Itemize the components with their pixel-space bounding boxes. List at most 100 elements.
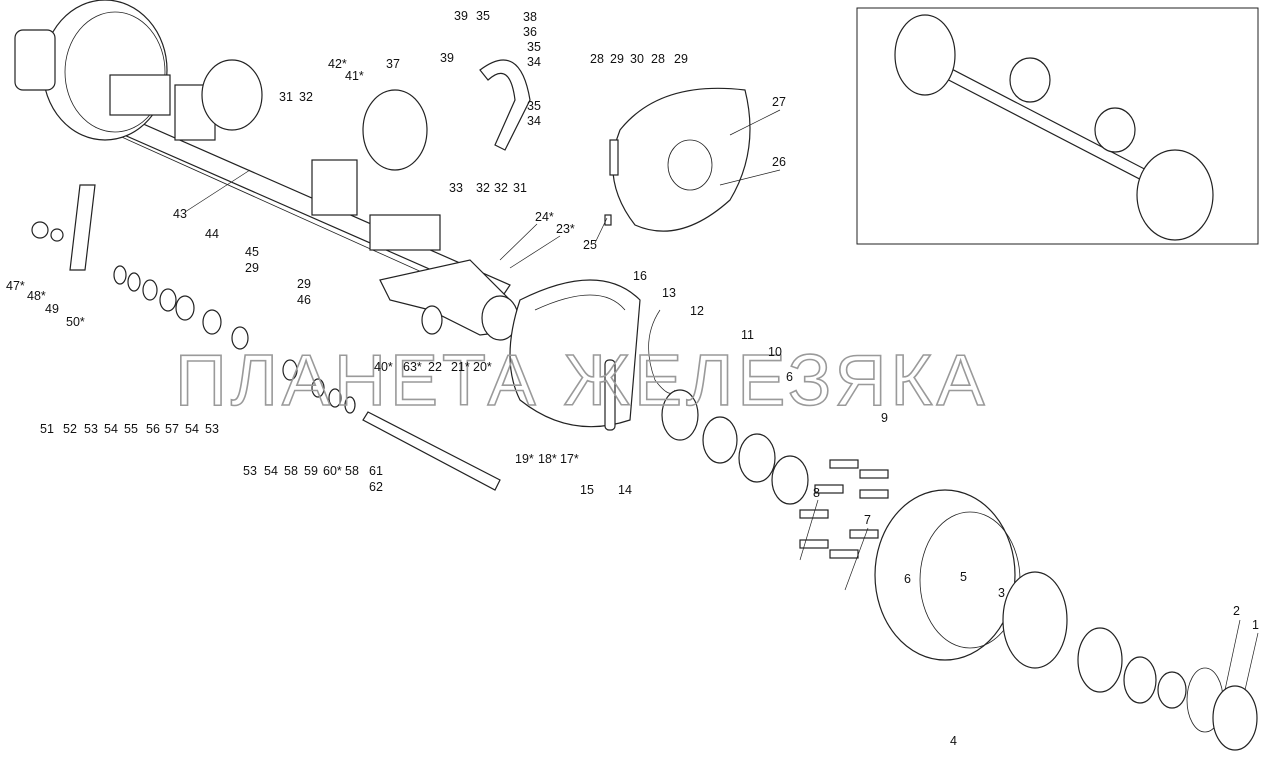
callout: 58 (284, 464, 298, 478)
callout: 41* (345, 69, 364, 83)
callout: 53 (205, 422, 219, 436)
slack-adjuster-arm (69, 184, 96, 271)
callout: 50* (66, 315, 85, 329)
callout: 16 (633, 269, 647, 283)
callout: 24* (535, 210, 554, 224)
callout: 36 (523, 25, 537, 39)
callout: 10 (768, 345, 782, 359)
callout: 17* (560, 452, 579, 466)
callout: 35 (527, 99, 541, 113)
callout: 35 (476, 9, 490, 23)
callout: 40* (374, 360, 393, 374)
hub-cap-1 (1212, 685, 1258, 751)
callout: 29 (674, 52, 688, 66)
washer-5 (1123, 656, 1157, 704)
callout: 34 (527, 114, 541, 128)
callout: 53 (243, 464, 257, 478)
leader-lines (184, 109, 1259, 691)
callout: 9 (881, 411, 888, 425)
washer-48 (50, 228, 64, 242)
callout: 6 (786, 370, 793, 384)
callout-labels: 39 35 38 36 35 34 39 35 34 37 42* 41* 31… (6, 9, 1259, 748)
callout: 4 (950, 734, 957, 748)
callout: 63* (403, 360, 422, 374)
left-bracket (109, 74, 171, 116)
callout: 52 (63, 422, 77, 436)
bearing-6-outer (1077, 627, 1123, 693)
callout: 12 (690, 304, 704, 318)
callout: 6 (904, 572, 911, 586)
callout: 31 (279, 90, 293, 104)
clamp-38 (479, 59, 531, 151)
wheel-studs (799, 459, 889, 559)
center-bracket (369, 214, 441, 251)
callout: 30 (630, 52, 644, 66)
callout: 54 (264, 464, 278, 478)
callout: 29 (610, 52, 624, 66)
small-ring-set (113, 265, 356, 414)
callout: 5 (960, 570, 967, 584)
nut-3 (1157, 671, 1187, 709)
callout: 28 (651, 52, 665, 66)
callout: 33 (449, 181, 463, 195)
callout: 53 (84, 422, 98, 436)
brake-chamber-37 (362, 89, 428, 171)
callout: 35 (527, 40, 541, 54)
callout: 47* (6, 279, 25, 293)
callout: 34 (527, 55, 541, 69)
callout: 49 (45, 302, 59, 316)
callout: 54 (104, 422, 118, 436)
callout: 32 (299, 90, 313, 104)
ring-10 (738, 433, 776, 483)
brake-drum-8 (874, 489, 1016, 661)
callout: 54 (185, 422, 199, 436)
assembled-view-inset (856, 7, 1259, 245)
callout: 3 (998, 586, 1005, 600)
callout: 38 (523, 10, 537, 24)
callout: 28 (590, 52, 604, 66)
callout: 19* (515, 452, 534, 466)
callout: 32 (494, 181, 508, 195)
callout: 51 (40, 422, 54, 436)
hub-7 (1002, 571, 1068, 669)
callout: 39 (440, 51, 454, 65)
bearing-6-inner (771, 455, 809, 505)
callout: 29 (297, 277, 311, 291)
callout: 56 (146, 422, 160, 436)
callout: 62 (369, 480, 383, 494)
plate-30 (609, 139, 619, 176)
callout: 42* (328, 57, 347, 71)
callout: 18* (538, 452, 557, 466)
left-brake-drum (14, 0, 168, 141)
callout: 14 (618, 483, 632, 497)
part-25 (604, 214, 612, 226)
callout: 26 (772, 155, 786, 169)
seal-11 (702, 416, 738, 464)
callout: 27 (772, 95, 786, 109)
camshaft-61 (362, 411, 501, 491)
callout: 43 (173, 207, 187, 221)
callout: 15 (580, 483, 594, 497)
callout: 7 (864, 513, 871, 527)
callout: 8 (813, 486, 820, 500)
callout: 31 (513, 181, 527, 195)
callout: 2 (1233, 604, 1240, 618)
bushing-47 (31, 221, 49, 239)
watermark: ПЛАНЕТА ЖЕЛЕЗЯКА (175, 341, 989, 421)
tone-ring-12 (661, 389, 699, 441)
callout: 20* (473, 360, 492, 374)
left-brake-chamber (201, 59, 263, 131)
spring-15 (604, 359, 616, 431)
callout: 59 (304, 464, 318, 478)
dust-shield-27 (612, 87, 751, 232)
callout: 48* (27, 289, 46, 303)
callout: 60* (323, 464, 342, 478)
callout: 32 (476, 181, 490, 195)
callout: 55 (124, 422, 138, 436)
callout: 58 (345, 464, 359, 478)
callout: 45 (245, 245, 259, 259)
callout: 11 (741, 328, 754, 342)
callout: 1 (1252, 618, 1259, 632)
chamber-bracket-32 (311, 159, 358, 216)
